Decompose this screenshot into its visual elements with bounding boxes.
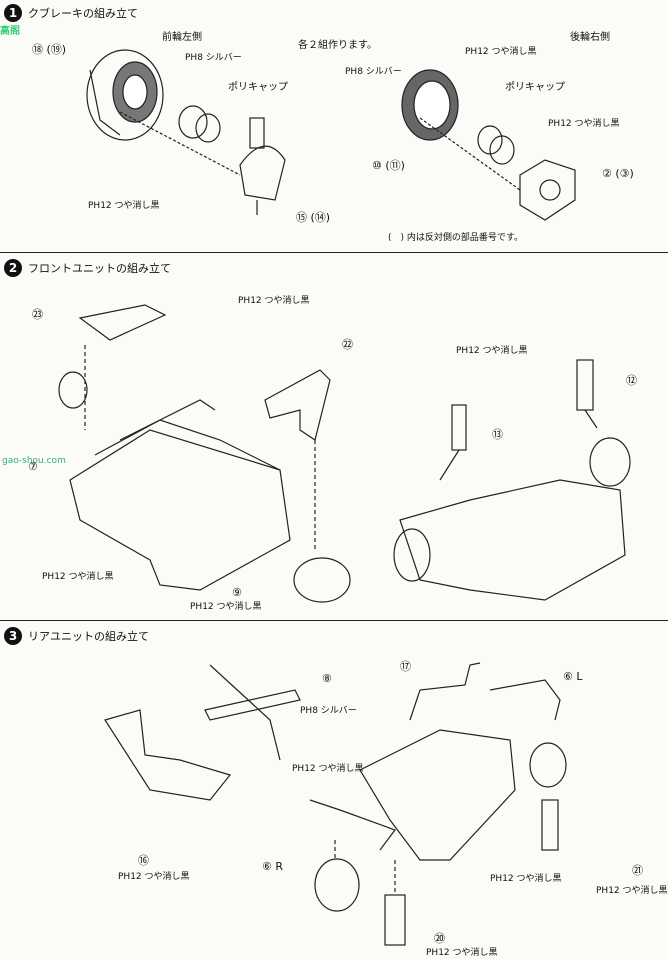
front-hub-right (293, 557, 351, 603)
shock-20 (384, 894, 406, 946)
upper-arm-22 (264, 369, 331, 441)
step3-title: リアユニットの組み立て (28, 630, 149, 643)
front-brake-disc (86, 49, 164, 141)
part-21: ㉑ (632, 864, 643, 877)
part-6L: ⑥ L (563, 670, 583, 683)
front-assembled-unit (393, 437, 631, 601)
part-9: ⑨ (232, 586, 242, 599)
part-6R: ⑥ R (262, 860, 284, 873)
rear-arm-6R (309, 799, 396, 851)
front-left-label: 前輪左側 (162, 32, 202, 43)
upper-arm-23 (78, 304, 167, 341)
front-hub-left (58, 371, 88, 409)
black-label-left-bottom: PH12 つや消し黒 (42, 572, 114, 582)
watermark-url: gao-shou.com (2, 456, 66, 466)
front-polycap (178, 105, 221, 143)
step3-section: 3 リアユニットの組み立て ⑰ ⑧ ⑥ L PH8 シルバー PH12 つや消し… (0, 620, 668, 959)
watermark-text: 高阁 (0, 26, 20, 37)
rear-stabilizer-17 (409, 662, 481, 721)
parentheses-note: ( ) 内は反対側の部品番号です。 (388, 233, 523, 243)
black-label-left: PH12 つや消し黒 (118, 872, 190, 882)
black-label-top: PH12 つや消し黒 (238, 296, 310, 306)
rear-brake-disc (401, 69, 459, 141)
polycap-label-left: ポリキャップ (228, 82, 288, 93)
rear-hub-left (314, 858, 360, 912)
black-label-right: PH12 つや消し黒 (596, 886, 668, 896)
part-16: ⑯ (138, 854, 149, 867)
step3-number: 3 (4, 627, 22, 645)
black-label-center: PH12 つや消し黒 (292, 764, 364, 774)
shock-21 (541, 799, 559, 851)
shock-13 (439, 404, 467, 481)
silver-label: PH8 シルバー (300, 706, 357, 716)
watermark-logo: 高阁 (0, 22, 20, 37)
part-23: ㉓ (32, 308, 43, 321)
rear-unit-chassis (359, 729, 516, 861)
part-8: ⑧ (322, 672, 332, 685)
polycap-label-right: ポリキャップ (505, 82, 565, 93)
step1-header: 1 クブレーキの組み立て (4, 4, 138, 22)
step2-number: 2 (4, 259, 22, 277)
front-unit-frame (69, 399, 291, 591)
black-label-bottom-left: PH12 つや消し黒 (88, 201, 160, 211)
silver-label-right: PH8 シルバー (345, 67, 402, 77)
rear-right-label: 後輪右側 (570, 32, 610, 43)
part-2-3: ② (③) (602, 167, 634, 180)
part-7: ⑦ (28, 460, 38, 473)
black-label-mid: PH12 つや消し黒 (490, 874, 562, 884)
part-15-14: ⑮ (⑭) (296, 211, 331, 224)
rear-arm-8 (204, 664, 301, 761)
front-knuckle (239, 117, 286, 215)
step2-section: 2 フロントユニットの組み立て PH12 つや消し黒 ㉓ ㉒ PH12 つや消し… (0, 252, 668, 619)
part-18-19: ⑱ (⑲) (32, 43, 67, 56)
part-17: ⑰ (400, 660, 411, 673)
rear-polycap (477, 125, 515, 165)
rear-hub-right (529, 742, 567, 788)
part-22: ㉒ (342, 338, 353, 351)
part-13: ⑬ (492, 428, 503, 441)
step1-section: 1 クブレーキの組み立て 前輪左側 後輪右側 各２組作ります。 PH8 シルバー… (0, 0, 668, 250)
part-10-11: ⑩ (⑪) (372, 159, 405, 172)
step1-number: 1 (4, 4, 22, 22)
rear-arm-6L (489, 679, 561, 721)
rear-hub-housing (519, 159, 576, 221)
axle-guide-line (119, 111, 241, 176)
step2-header: 2 フロントユニットの組み立て (4, 259, 171, 277)
step3-header: 3 リアユニットの組み立て (4, 627, 149, 645)
step1-title: クブレーキの組み立て (28, 7, 138, 20)
make-two-note: 各２組作ります。 (298, 40, 377, 51)
part-12: ⑫ (626, 374, 637, 387)
black-label-mid-right: PH12 つや消し黒 (548, 119, 620, 129)
rear-axle-guide (419, 117, 521, 191)
step2-title: フロントユニットの組み立て (28, 262, 171, 275)
black-label-top-right: PH12 つや消し黒 (465, 47, 537, 57)
black-label-bottom: PH12 つや消し黒 (426, 948, 498, 958)
rear-lower-arm-16 (104, 709, 232, 801)
silver-label-left: PH8 シルバー (185, 53, 242, 63)
black-label-bottom: PH12 つや消し黒 (190, 602, 262, 612)
part-20: ⑳ (434, 932, 445, 945)
shock-12 (576, 359, 598, 429)
black-label-right: PH12 つや消し黒 (456, 346, 528, 356)
